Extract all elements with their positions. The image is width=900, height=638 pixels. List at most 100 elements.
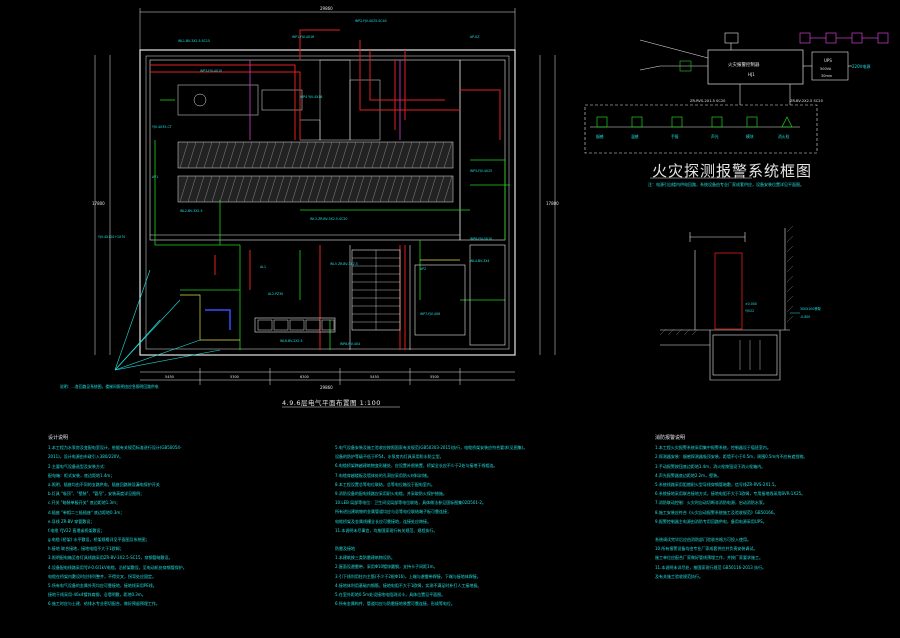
notes-line: 所有进出建筑物的金属管道均应与总等电位联结端子板可靠连接； [335,509,451,515]
bottom-segment-3: 6300 [300,375,309,379]
blue-equipment [205,309,231,330]
notes-line: 5.所有电气设备的金属外壳均应可靠接地，接地线采用PE线。 [48,583,157,588]
notes-line: 11.本说明未尽事宜，均按国家现行有关规范、规程执行。 [335,527,438,533]
notes-line: 施工单位应配合厂家做好管线预埋工作，并按厂家要求施工。 [655,555,763,561]
notes-line: 4.设备配电线路采用YJV-0.6/1kV电缆，沿桥架敷设，至电动机处穿钢管保护… [48,564,187,570]
legend-annotation: 说明：...各回路见系统图，楼梯间照明由应急照明回路供电 [60,384,159,389]
bottom-segment-2: 5300 [230,375,239,379]
notes-line: 8.本工程设置总等电位联结，总等电位箱设于配电室内。 [335,481,435,487]
fire-alarm-diagram: 火灾报警控制器 HJ1 UPS 500VA 30min 220V电源 Z [584,32,889,179]
ups-time: 30min [821,74,832,78]
notes-line: 5.在室外距地0.5m处设接地电阻测试卡，具体位置见平面图。 [335,592,446,597]
svg-text:WL1-BV-3X2.5-SC15: WL1-BV-3X2.5-SC15 [178,39,210,43]
notes-line: 9.报警控制器主电源由消防专用回路供电，备用电源采用UPS。 [655,518,767,524]
bottom-dimension: 29860 [320,385,333,390]
svg-text:WP6-YJV-5X10: WP6-YJV-5X10 [470,237,492,241]
notes-line: 3.照明配电箱至各灯具线路采用ZR-BV-3X2.5-SC15，穿钢管暗敷设。 [48,555,173,561]
svg-text:AL1: AL1 [260,265,266,269]
section-detail: ±0.000 YJV22 300X100桥架 -0.800 [659,225,822,381]
notes-line: 10.LEB 局部等电位：卫生间设局部等电位联结，具体做法参见国标图集02D50… [335,500,486,506]
bottom-segment-4: 5450 [370,375,379,379]
notes-line: 6.电缆桥架跨越建筑物变形缝处，应设置补偿装置，桥架全长应不少于2处与接地干线相… [335,463,498,469]
svg-text:WP4 YJV-4X16: WP4 YJV-4X16 [300,95,322,99]
notes-line: 6.施工时应与土建、给排水专业密切配合，做好预留预埋工作。 [48,601,160,607]
notes-line: 8.施工安装应符合《火灾自动报警系统施工及验收规范》GB50166。 [655,509,778,515]
section-labels: ±0.000 YJV22 300X100桥架 -0.800 [745,302,822,319]
notes-line: 6.系统接地采用联合接地方式，接地电阻不大于1欧姆，专用接地线采用BVR-1X2… [655,491,806,497]
band-hatching [179,141,453,203]
notes-line: 接地干线采用-40x4镀锌扁钢，沿墙明敷，距地0.3m。 [48,592,146,598]
notes-line: h.接地 联合接地，接地电阻不大于1欧姆； [48,546,124,552]
svg-text:AP1: AP1 [152,175,158,179]
notes-line [655,526,890,535]
fire-system-title: 火灾探测报警系统框图 [652,162,813,180]
svg-text:WL2-BV-3X2.5: WL2-BV-3X2.5 [180,209,203,213]
notes-line: 10.所有报警设备均由专业厂家成套供应并负责安装调试。 [655,546,758,552]
notes-line: c.开关 "暗装单极开关" 底边距地1.3m； [48,500,120,506]
right-dimension: 17800 [546,201,559,206]
notes-line: 2011)，设计电源由市政引入380/220V。 [48,454,124,460]
stairs [352,250,400,330]
svg-text:WP1-YJV-4X16: WP1-YJV-4X16 [292,35,314,39]
fire-bus-label2: ZR-BV-2X2.5 SC20 [790,99,824,103]
magenta-lines [249,60,401,140]
svg-text:WL5 ZR-BV-3X2.5: WL5 ZR-BV-3X2.5 [330,262,358,266]
svg-text:YJV-4X120+1X70: YJV-4X120+1X70 [98,235,125,239]
fire-controller-label: 火灾报警控制器 [728,61,760,68]
notes-line: 3.手动报警按钮底边距地1.4m，消火栓按钮设于消火栓箱内。 [655,463,766,469]
notes-column-2: 5.电气设备安装及施工验收应按照国家有关规范(GB50303-2015)执行，电… [335,443,625,608]
notes-line: 2.主要电气设备选型及安装方式： [48,463,108,469]
notes-line: 4.接地体利用基础内钢筋，接地电阻不大于1欧姆，实测不满足时补打人工接地极。 [335,582,482,588]
notes-line: 4.声光报警器底边距地2.2m，壁装。 [655,472,722,478]
svg-text:YJV-4X35-CT: YJV-4X35-CT [152,125,172,129]
device-label-6: 消火栓 [778,134,790,139]
notes-column-1-title: 设计说明 [48,435,69,441]
svg-text:YJV22: YJV22 [745,309,754,313]
notes-line: e.导线 ZR-BV 穿管敷设； [48,518,95,524]
lower-rooms [254,244,506,350]
floor-plan: 29860 29860 17800 17800 5450 5300 6300 5… [60,6,559,408]
notes-line: 6.所有金属构件、管道均应与防雷接地装置可靠连接，形成等电位。 [335,601,455,607]
leader-lines [114,269,221,371]
notes-line: 2.探测器安装：烟感探测器吸顶安装，距墙不小于0.5m，周围0.5m内不应有遮挡… [655,454,808,460]
device-label-5: 模块 [746,134,754,139]
notes-line: 7.消防联动控制：火灾时自动切断非消防电源，启动消防水泵。 [655,500,767,506]
notes-column-1: 设计说明 1.本工程为水泵房及变配电室设计，依据有关规范标准进行设计(GB500… [48,434,308,609]
svg-text:AL2-PZ30: AL2-PZ30 [268,292,283,296]
notes-line: 电缆桥架及金属线槽全长应可靠接地，连接处应跨接。 [335,518,431,524]
svg-text:WP7-YJV-4X6: WP7-YJV-4X6 [420,312,440,316]
cabinet-outline [714,252,743,330]
fire-wires [639,39,852,105]
top-dimension: 29860 [320,6,333,11]
cable-trench [739,340,761,370]
notes-line: 配电箱：柜式安装，底边距地1.4m； [48,472,115,478]
notes-line: f.电缆 YJV22 直埋或桥架敷设； [48,527,105,533]
device-label-4: 声光 [711,134,719,139]
outer-walls [139,49,516,356]
equipment-bands [177,141,454,203]
bottom-segment-5: 5500 [430,375,439,379]
svg-text:AP-XZ: AP-XZ [470,35,480,39]
svg-text:WP3-YJV-4X10: WP3-YJV-4X10 [200,69,222,73]
red-cables [150,29,501,350]
ups-sub: 500VA [820,67,832,71]
notes-line: 7.电缆穿越楼板及墙体处的孔洞应采用防火材料封堵。 [335,472,431,478]
device-symbols [596,116,793,128]
device-dashed-box [584,104,818,154]
notes-line: 5.电气设备安装及施工验收应按照国家有关规范(GB50303-2015)执行，电… [335,445,528,450]
notes-line: 1.本工程火灾报警系统采用集中报警系统，控制器设于值班室内。 [655,445,771,451]
wall-hatch [659,225,794,336]
notes-line: 1.本工程为水泵房及变配电室设计，依据有关规范标准进行设计(GB50054- [48,445,182,451]
svg-text:WP8-YJV-4X4: WP8-YJV-4X4 [340,342,360,346]
notes-line: 防雷及接地 [335,546,355,552]
svg-text:WP5-YJV-4X25: WP5-YJV-4X25 [470,169,492,173]
notes-line: 5.系统线路采用阻燃耐火型导线穿钢管暗敷，信号线ZR-RVS-2X1.5。 [655,481,779,487]
svg-text:-0.800: -0.800 [800,315,810,319]
left-module-box [679,60,692,72]
notes-column-3: 消防报警说明 1.本工程火灾报警系统采用集中报警系统，控制器设于值班室内。 2.… [655,434,890,581]
top-module-box [724,32,739,44]
svg-text:WL3-ZR-BV-3X2.5-SC20: WL3-ZR-BV-3X2.5-SC20 [310,217,347,221]
left-dimension: 17800 [92,201,105,206]
dimension-lines [94,8,556,385]
notes-line: 3.引下线利用柱内主筋(不少于2根Φ16)，上端与避雷带焊接，下端与接地体焊接。 [335,573,481,579]
